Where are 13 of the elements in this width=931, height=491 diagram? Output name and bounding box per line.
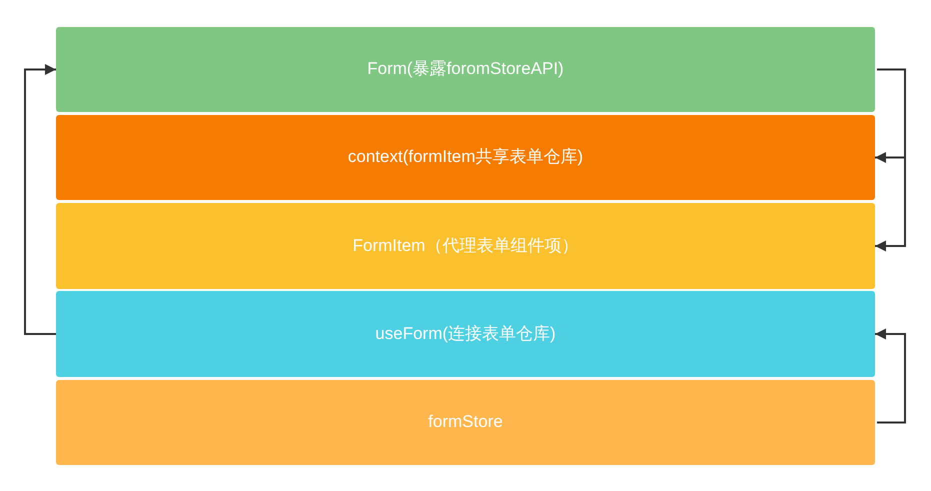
arrow — [24, 64, 56, 335]
box-label: formStore — [428, 412, 503, 433]
process-box — [56, 27, 875, 112]
box-label: useForm(连接表单仓库) — [375, 324, 556, 344]
process-box — [56, 380, 875, 465]
box-label: Form(暴露foromStoreAPI) — [367, 59, 564, 80]
process-box — [56, 115, 875, 200]
arrow — [875, 68, 906, 252]
box-label: context(formItem共享表单仓库) — [348, 147, 584, 168]
process-box — [56, 203, 875, 289]
box-label: FormItem（代理表单组件项） — [352, 236, 578, 256]
process-box — [56, 291, 875, 377]
arrow — [875, 328, 906, 424]
